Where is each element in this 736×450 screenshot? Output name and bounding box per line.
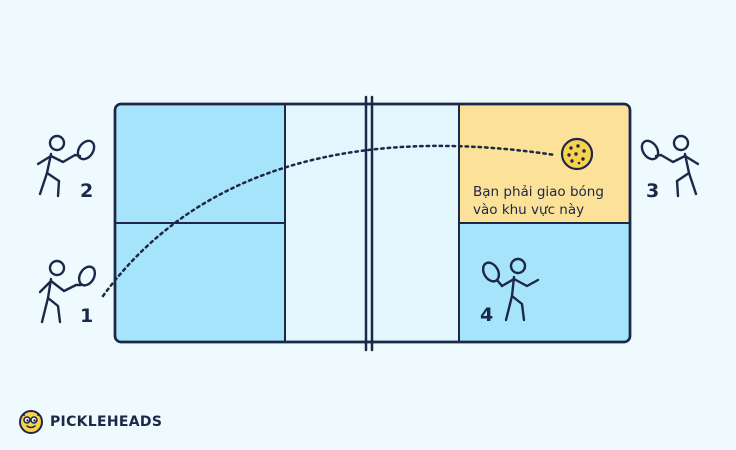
player-4-icon (481, 257, 540, 322)
note-line-2: vào khu vực này (473, 202, 585, 218)
pickleball-icon (560, 137, 594, 171)
serve-trajectory (101, 144, 557, 298)
target-service-box (459, 105, 629, 223)
player-2-icon (36, 134, 96, 198)
player-3-number: 3 (646, 180, 659, 202)
player-1-number: 1 (80, 305, 93, 327)
serve-target-note: Bạn phải giao bóng vào khu vực này (473, 183, 633, 219)
player-4-number: 4 (480, 304, 493, 326)
note-line-1: Bạn phải giao bóng (473, 184, 604, 200)
brand-name: PICKLEHEADS (50, 414, 163, 430)
player-2-number: 2 (80, 180, 93, 202)
brand-logo: PICKLEHEADS (18, 408, 162, 436)
player-1-icon (38, 259, 97, 324)
kitchen-right (369, 105, 459, 341)
kitchen-left (285, 105, 369, 341)
player-3-icon (640, 134, 700, 198)
pickleheads-mascot-icon (19, 410, 43, 434)
net (364, 95, 374, 352)
